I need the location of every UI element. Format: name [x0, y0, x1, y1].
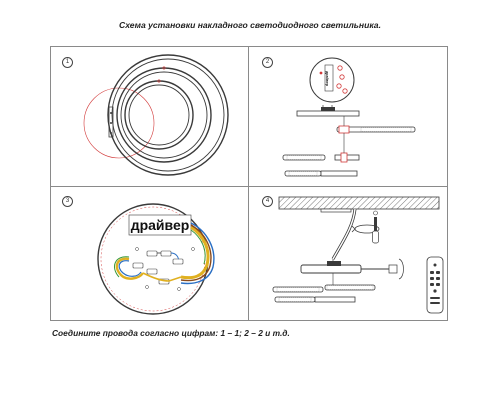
- vertical-divider: [248, 46, 249, 321]
- panel-4: 4: [249, 187, 447, 320]
- ring-luminaire-illustration: [83, 54, 229, 176]
- driver-label-small: драйвер: [325, 71, 329, 87]
- step-number-2: 2: [262, 57, 273, 68]
- ceiling: [278, 196, 440, 210]
- panel-1: 1: [51, 47, 248, 186]
- driver-label: драйвер: [130, 217, 190, 233]
- ceiling-installation-illustration: [272, 196, 444, 314]
- page-title: Схема установки накладного светодиодного…: [119, 20, 381, 30]
- exploded-assembly-illustration: [282, 57, 416, 177]
- wiring-diagram-illustration: [97, 203, 215, 315]
- panel-3: 3 драйв: [51, 187, 248, 320]
- step-number-4: 4: [262, 196, 273, 207]
- mounting-area-circle: [83, 87, 155, 159]
- step-number-3: 3: [62, 196, 73, 207]
- diagram-frame: [50, 46, 448, 321]
- step-number-1: 1: [62, 57, 73, 68]
- panel-2: 2 драйвер: [249, 47, 447, 186]
- horizontal-divider: [50, 186, 448, 187]
- instruction-footer: Соедините провода согласно цифрам: 1 – 1…: [52, 328, 290, 338]
